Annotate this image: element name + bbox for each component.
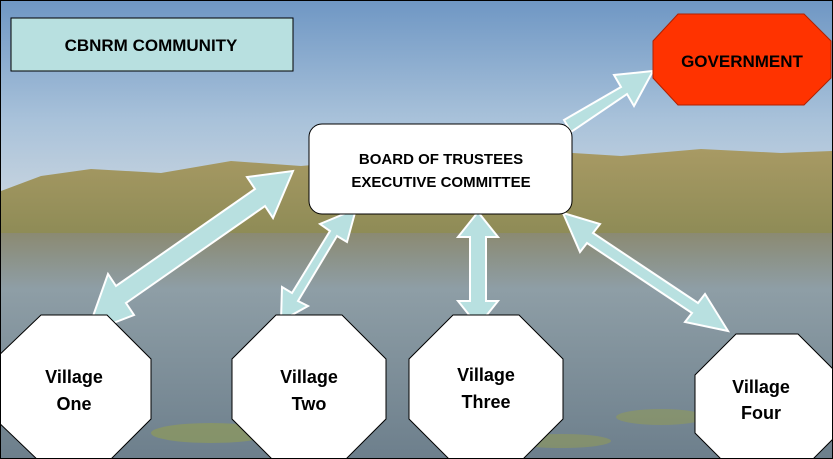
village-four-label-line2: Four bbox=[741, 403, 781, 423]
village-two-node: Village Two bbox=[231, 314, 387, 458]
village-one-node: Village One bbox=[1, 314, 152, 458]
village-two-label-line1: Village bbox=[280, 367, 338, 387]
arrow-board-to-government bbox=[562, 69, 655, 134]
government-node: GOVERNMENT bbox=[652, 13, 832, 106]
title-text: CBNRM COMMUNITY bbox=[65, 36, 238, 55]
board-label-line1: BOARD OF TRUSTEES bbox=[359, 151, 523, 168]
government-label: GOVERNMENT bbox=[681, 52, 803, 71]
village-one-label-line2: One bbox=[56, 394, 91, 414]
village-two-label-line2: Two bbox=[292, 394, 327, 414]
village-three-label-line2: Three bbox=[461, 392, 510, 412]
board-node: BOARD OF TRUSTEES EXECUTIVE COMMITTEE bbox=[308, 123, 573, 215]
board-label-line2: EXECUTIVE COMMITTEE bbox=[351, 174, 530, 191]
village-three-node: Village Three bbox=[408, 314, 564, 458]
arrow-board-village-four bbox=[561, 211, 731, 333]
village-one-label-line1: Village bbox=[45, 367, 103, 387]
village-four-label-line1: Village bbox=[732, 377, 790, 397]
lily-pad bbox=[616, 409, 706, 425]
village-three-label-line1: Village bbox=[457, 365, 515, 385]
title-box: CBNRM COMMUNITY bbox=[10, 17, 294, 72]
village-four-node: Village Four bbox=[694, 333, 832, 458]
arrows bbox=[85, 69, 731, 335]
